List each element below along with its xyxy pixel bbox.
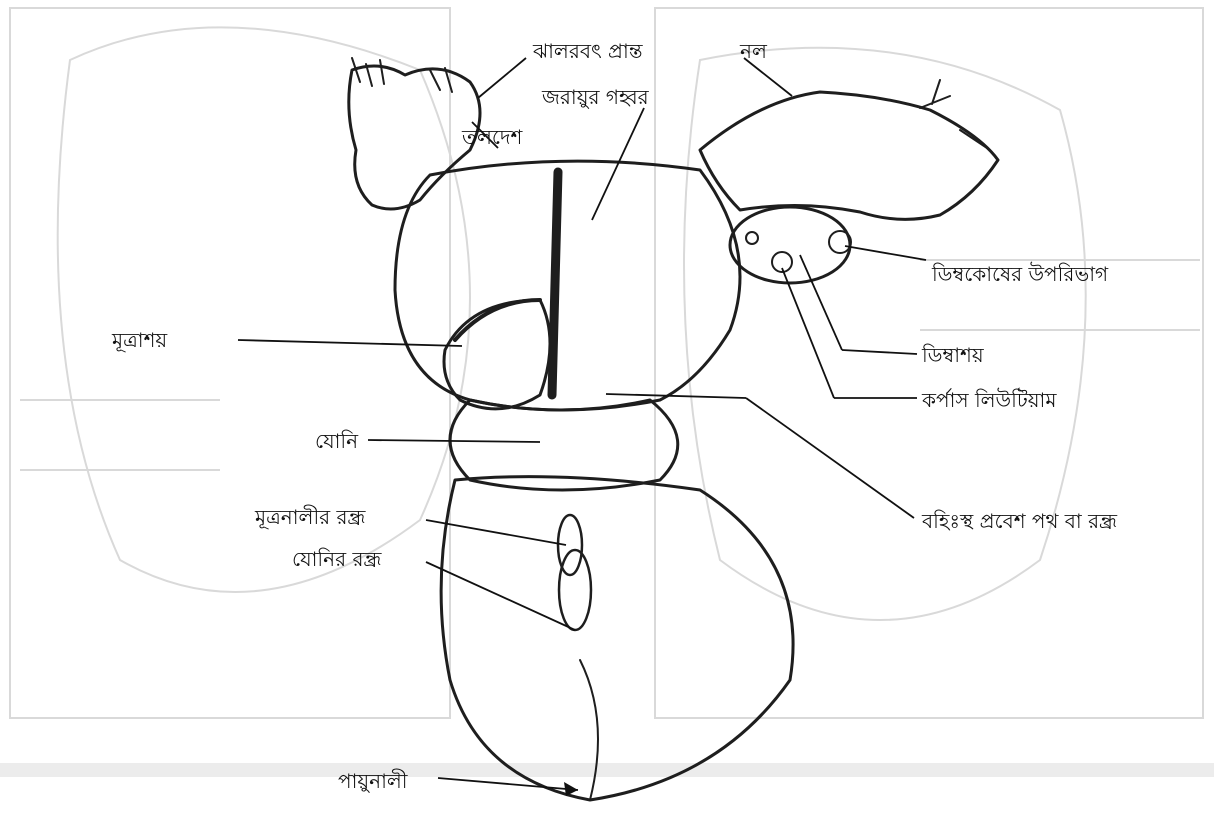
label-urethral-opening: মূত্রনালীর রন্ধ্র xyxy=(254,505,367,529)
leader-lines xyxy=(238,58,926,796)
anatomy-drawing xyxy=(349,58,998,800)
label-uterine-cavity: জরায়ুর গহ্বর xyxy=(541,85,650,109)
label-corpus-luteum: কর্পাস লিউটিয়াম xyxy=(921,388,1057,412)
leader-urethral-opening xyxy=(426,520,566,545)
leader-fimbriae xyxy=(478,58,526,98)
leader-vaginal-opening xyxy=(426,562,575,630)
label-external-os: বহিঃস্থ প্রবেশ পথ বা রন্ধ্র xyxy=(921,509,1118,533)
label-bladder: মূত্রাশয় xyxy=(111,328,168,352)
label-ovary: ডিম্বাশয় xyxy=(921,343,985,367)
label-ovary-surface: ডিম্বকোষের উপরিভাগ xyxy=(931,262,1109,286)
uterine-cavity-line xyxy=(552,172,558,395)
label-tube: নল xyxy=(739,39,768,63)
leader-ovary xyxy=(842,350,917,354)
vaginal-opening xyxy=(559,550,591,630)
anal-canal-arrow xyxy=(564,782,578,796)
leader-vagina xyxy=(368,440,540,442)
leader-bladder xyxy=(238,340,462,346)
label-vagina: যোনি xyxy=(315,429,359,453)
leader-ovary-surface xyxy=(845,246,926,260)
labels: ঝালরবৎ প্রান্ত নল জরায়ুর গহ্বর তলদেশ ডি… xyxy=(111,39,1118,793)
label-fundus: তলদেশ xyxy=(461,125,523,149)
leader-external-os xyxy=(746,398,914,518)
bladder xyxy=(444,300,550,409)
vulva-lower xyxy=(441,477,793,800)
leader-anal-canal xyxy=(438,778,578,790)
fallopian-tube-left xyxy=(349,66,480,209)
fallopian-tube-right xyxy=(700,92,998,219)
ovary xyxy=(730,207,850,283)
leader-tube xyxy=(744,58,792,96)
label-vaginal-opening: যোনির রন্ধ্র xyxy=(292,547,382,571)
label-anal-canal: পায়ুনালী xyxy=(338,769,408,793)
label-fimbriae: ঝালরবৎ প্রান্ত xyxy=(532,39,644,63)
